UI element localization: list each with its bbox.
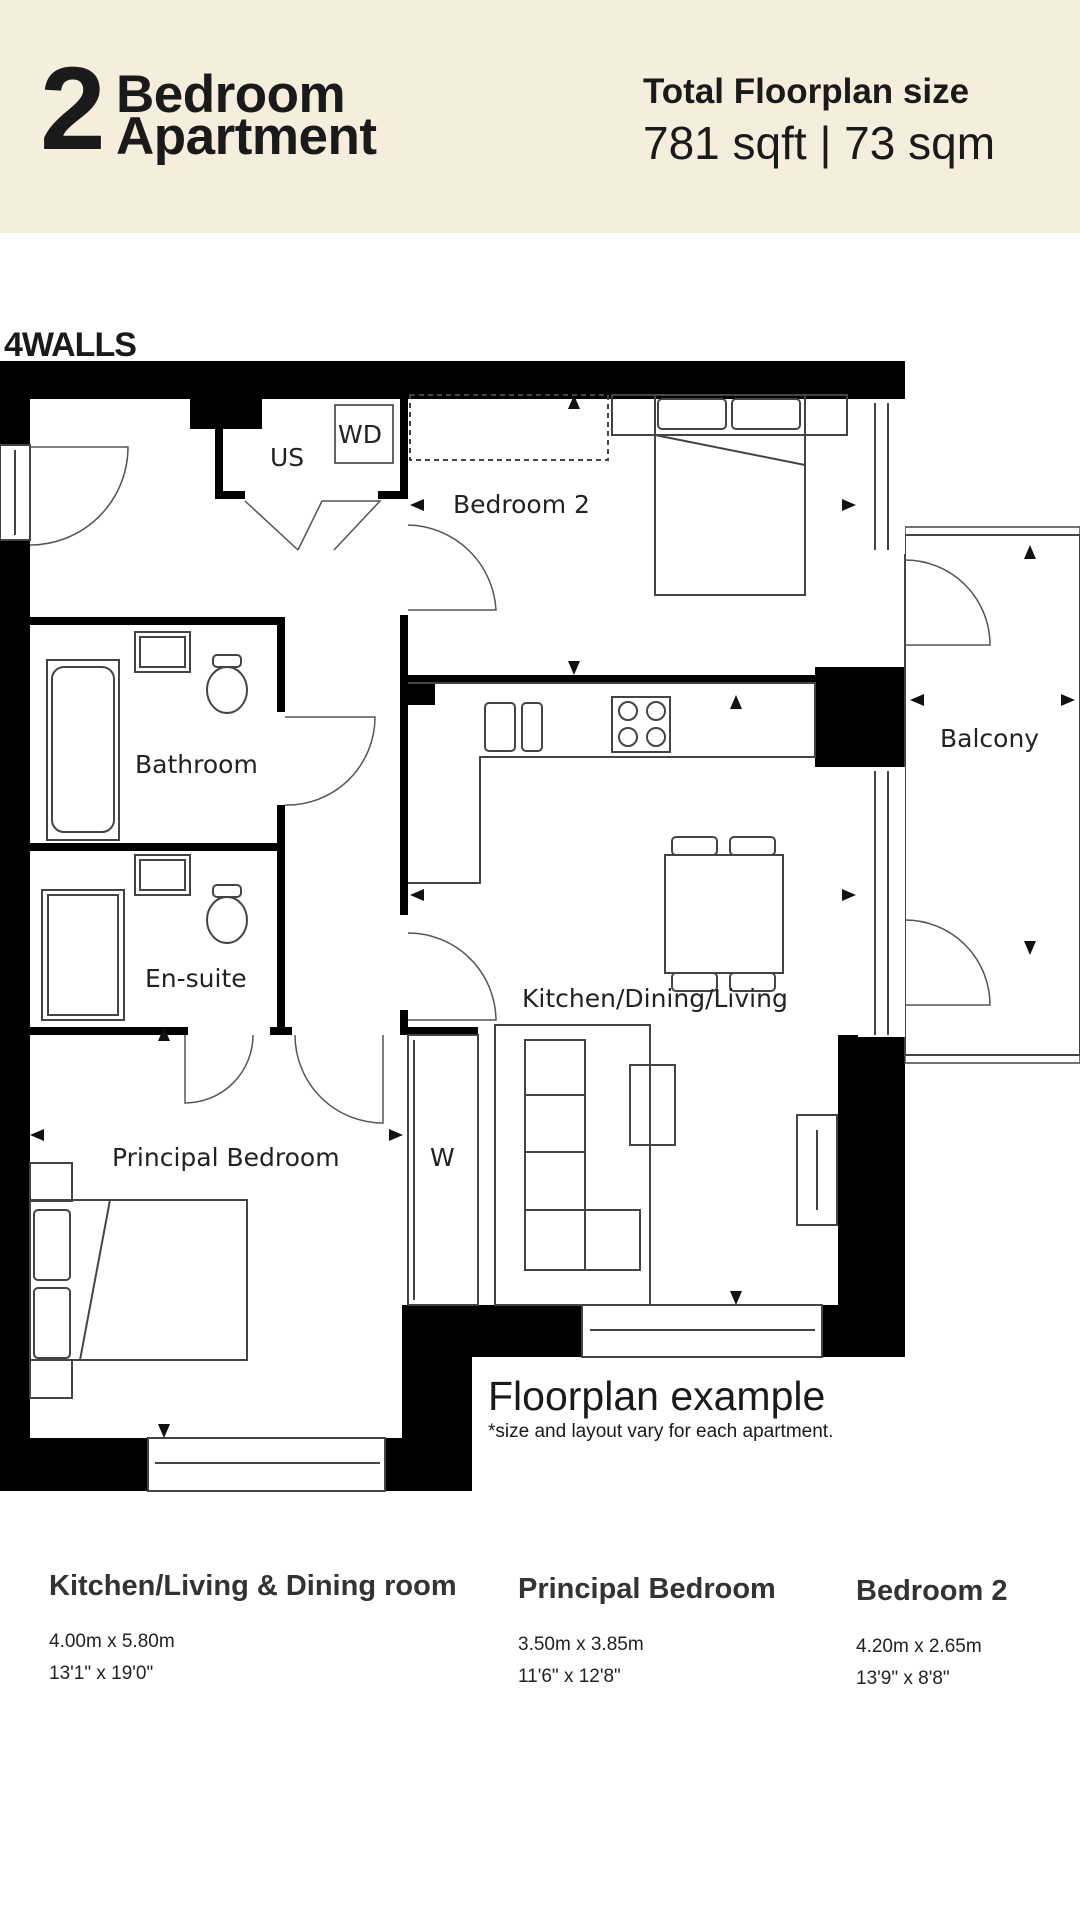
arrows (30, 395, 1075, 1438)
bedroom-count: 2 (40, 43, 106, 175)
walls (0, 361, 905, 1491)
dimension-imperial: 11'6" x 12'8" (518, 1666, 621, 1687)
wd-box (334, 404, 394, 464)
dimension-title: Bedroom 2 (856, 1575, 1008, 1607)
dimension-block-principal: Principal Bedroom 3.50m x 3.85m 11'6" x … (518, 1573, 776, 1688)
room-label-ensuite: En-suite (145, 964, 247, 993)
room-labels: US WD Bedroom 2 Balcony Bathroom Kitchen… (112, 404, 1039, 1172)
room-label-balcony: Balcony (940, 724, 1039, 753)
dimension-title: Kitchen/Living & Dining room (49, 1570, 457, 1602)
dimension-title: Principal Bedroom (518, 1573, 776, 1605)
dimension-metric: 3.50m x 3.85m (518, 1634, 644, 1655)
floorplan-size-label: Total Floorplan size (643, 72, 970, 111)
dimension-block-kitchen: Kitchen/Living & Dining room 4.00m x 5.8… (49, 1570, 457, 1685)
room-label-us: US (270, 443, 304, 472)
room-label-kitchen: Kitchen/Dining/Living (522, 984, 788, 1013)
floorplan-diagram: US WD Bedroom 2 Balcony Bathroom Kitchen… (0, 361, 1080, 1492)
room-label-bathroom: Bathroom (135, 750, 258, 779)
dimension-block-bedroom2: Bedroom 2 4.20m x 2.65m 13'9" x 8'8" (856, 1575, 1007, 1690)
title-line-2: Apartment (116, 107, 377, 166)
dimension-imperial: 13'9" x 8'8" (856, 1668, 950, 1689)
floorplan-size-value: 781 sqft | 73 sqm (643, 117, 996, 169)
room-label-wd: WD (338, 420, 382, 449)
dimension-imperial: 13'1" x 19'0" (49, 1663, 154, 1684)
header-banner: 2 Bedroom Apartment Total Floorplan size… (0, 0, 1080, 233)
dimension-metric: 4.20m x 2.65m (856, 1636, 982, 1657)
fixtures (0, 394, 1080, 1492)
title-line-1: Bedroom (116, 65, 346, 124)
note-subtitle: *size and layout vary for each apartment… (488, 1421, 834, 1442)
room-label-principal: Principal Bedroom (112, 1143, 340, 1172)
room-label-bedroom2: Bedroom 2 (453, 490, 590, 519)
note-title: Floorplan example (488, 1373, 826, 1419)
dimension-metric: 4.00m x 5.80m (49, 1631, 175, 1652)
door-swings (29, 446, 991, 1124)
brand-logo: 4WALLS (4, 326, 137, 364)
room-label-wardrobe: W (430, 1143, 455, 1172)
